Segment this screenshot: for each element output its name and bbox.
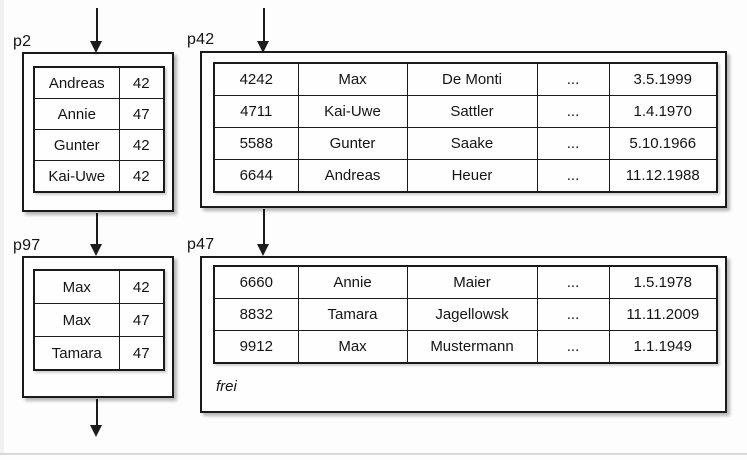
arrow-out-of-p97	[90, 399, 103, 437]
table-cell: 5.10.1966	[608, 127, 718, 160]
bottom-divider	[0, 453, 747, 455]
table-cell: 47	[118, 303, 165, 337]
table-cell: ...	[536, 330, 610, 364]
arrow-p2-to-p97	[90, 213, 103, 256]
arrow-into-p42	[257, 8, 270, 53]
table-cell: Maier	[406, 265, 538, 299]
arrow-down-icon	[90, 425, 102, 437]
page-label-p2: p2	[13, 33, 32, 50]
arrow-into-p2	[90, 8, 103, 53]
table-cell: 1.4.1970	[608, 95, 718, 128]
table-cell: 42	[118, 160, 165, 193]
table-cell: 11.11.2009	[608, 298, 718, 331]
arrow-down-icon	[257, 244, 269, 256]
table-cell: 3.5.1999	[608, 62, 718, 96]
table-cell: 8832	[213, 298, 299, 331]
table-cell: Andreas	[297, 159, 408, 193]
table-cell: ...	[536, 298, 610, 331]
page-label-p47: p47	[187, 236, 215, 253]
arrow-down-icon	[257, 41, 269, 53]
table-cell: Tamara	[33, 336, 120, 371]
arrow-shaft	[262, 209, 265, 245]
arrow-shaft	[95, 8, 98, 42]
table-cell: ...	[536, 265, 610, 299]
table-cell: Gunter	[33, 129, 120, 161]
table-cell: Tamara	[297, 298, 408, 331]
table-cell: 42	[118, 269, 165, 304]
table-cell: 1.1.1949	[608, 330, 718, 364]
table-cell: ...	[536, 159, 610, 193]
table-cell: 42	[118, 66, 165, 99]
page-label-p97: p97	[13, 237, 41, 254]
arrow-down-icon	[90, 244, 102, 256]
table-cell: Annie	[33, 98, 120, 130]
table-cell: Max	[33, 269, 120, 304]
arrow-shaft	[95, 399, 98, 426]
table-cell: Gunter	[297, 127, 408, 160]
table-cell: Max	[33, 303, 120, 337]
table-cell: Andreas	[33, 66, 120, 99]
table-cell: Kai-Uwe	[33, 160, 120, 193]
table-cell: Mustermann	[406, 330, 538, 364]
table-cell: Annie	[297, 265, 408, 299]
table-cell: Max	[297, 62, 408, 96]
table-cell: 47	[118, 98, 165, 130]
table-cell: Kai-Uwe	[297, 95, 408, 128]
table-cell: De Monti	[406, 62, 538, 96]
table-cell: Jagellowsk	[406, 298, 538, 331]
table-cell: 11.12.1988	[608, 159, 718, 193]
table-cell: ...	[536, 62, 610, 96]
table-cell: 5588	[213, 127, 299, 160]
arrow-p42-to-p47	[257, 209, 270, 256]
table-cell: 4242	[213, 62, 299, 96]
table-cell: 9912	[213, 330, 299, 364]
table-cell: 47	[118, 336, 165, 371]
arrow-shaft	[95, 213, 98, 245]
page-label-p42: p42	[187, 31, 215, 48]
table-cell: Saake	[406, 127, 538, 160]
table-cell: 42	[118, 129, 165, 161]
table-cell: 4711	[213, 95, 299, 128]
arrow-down-icon	[90, 41, 102, 53]
table-cell: ...	[536, 127, 610, 160]
left-edge-strip	[0, 0, 4, 453]
table-cell: Heuer	[406, 159, 538, 193]
table-cell: 1.5.1978	[608, 265, 718, 299]
arrow-shaft	[262, 8, 265, 42]
table-cell: ...	[536, 95, 610, 128]
free-space-label: frei	[216, 378, 237, 395]
table-cell: Max	[297, 330, 408, 364]
table-cell: 6644	[213, 159, 299, 193]
table-cell: Sattler	[406, 95, 538, 128]
table-cell: 6660	[213, 265, 299, 299]
